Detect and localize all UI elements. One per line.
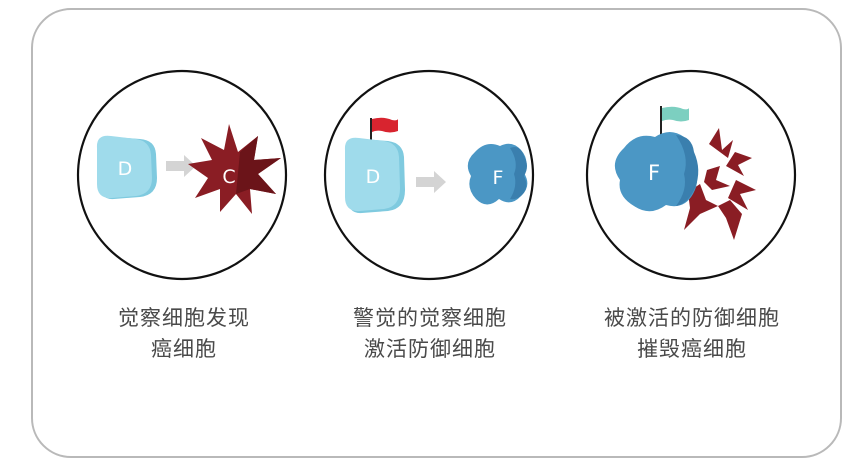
panel-3: F xyxy=(585,69,797,281)
panel-2-caption: 警觉的觉察细胞 激活防御细胞 xyxy=(310,303,550,365)
detector-cell: D xyxy=(344,137,405,214)
defender-label: F xyxy=(648,161,660,185)
arrow-icon xyxy=(416,171,446,193)
defender-cell: F xyxy=(614,132,699,212)
caption-line: 警觉的觉察细胞 xyxy=(353,306,507,330)
panel-3-caption: 被激活的防御细胞 摧毁癌细胞 xyxy=(572,303,812,365)
arrow-icon xyxy=(166,155,196,177)
caption-line: 癌细胞 xyxy=(151,337,217,361)
detector-cell: D xyxy=(96,135,157,200)
panel-1-circle xyxy=(76,69,288,281)
teal-flag-icon xyxy=(660,106,689,137)
panel-1: D C xyxy=(76,69,288,281)
caption-line: 摧毁癌细胞 xyxy=(637,337,747,361)
detector-label: D xyxy=(118,158,133,180)
panel-1-caption: 觉察细胞发现 癌细胞 xyxy=(64,303,304,365)
diagram-canvas: D C D F xyxy=(76,69,797,281)
caption-line: 激活防御细胞 xyxy=(364,337,496,361)
caption-line: 被激活的防御细胞 xyxy=(604,306,780,330)
panel-2: D F xyxy=(323,69,535,281)
destroyed-cancer-fragments xyxy=(684,128,756,240)
detector-label: D xyxy=(366,166,381,188)
caption-line: 觉察细胞发现 xyxy=(118,306,250,330)
cancer-cell: C xyxy=(188,124,281,214)
defender-cell: F xyxy=(467,143,528,205)
defender-label: F xyxy=(493,167,504,189)
cancer-label: C xyxy=(222,166,235,188)
